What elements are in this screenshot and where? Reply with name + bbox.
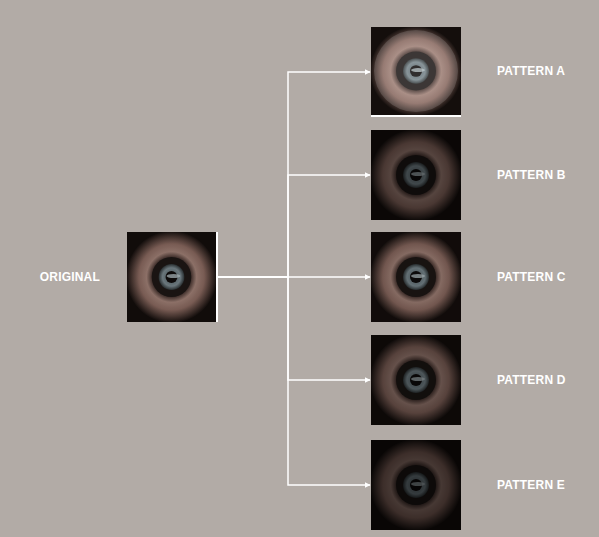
eye-photo [371,27,461,115]
pattern-label: PATTERN A [497,64,565,78]
branch-arrow [218,277,370,380]
pattern-image: PATTERN A [371,27,461,117]
branch-arrow [218,72,370,277]
pattern-image: PATTERN D [371,335,461,425]
pattern-label: PATTERN D [497,373,566,387]
branch-arrow [218,175,370,277]
branch-arrow [218,277,370,485]
eye-photo [371,130,461,220]
eye-photo [371,440,461,530]
pattern-label: PATTERN B [497,168,566,182]
eye-photo [371,335,461,425]
source-label: ORIGINAL [40,270,100,284]
original-image: ORIGINAL [127,232,218,322]
pattern-label: PATTERN C [497,270,566,284]
pattern-image: PATTERN C [371,232,461,322]
eye-photo [371,232,461,322]
eye-photo [127,232,216,322]
pattern-label: PATTERN E [497,478,565,492]
pattern-image: PATTERN E [371,440,461,530]
pattern-image: PATTERN B [371,130,461,220]
